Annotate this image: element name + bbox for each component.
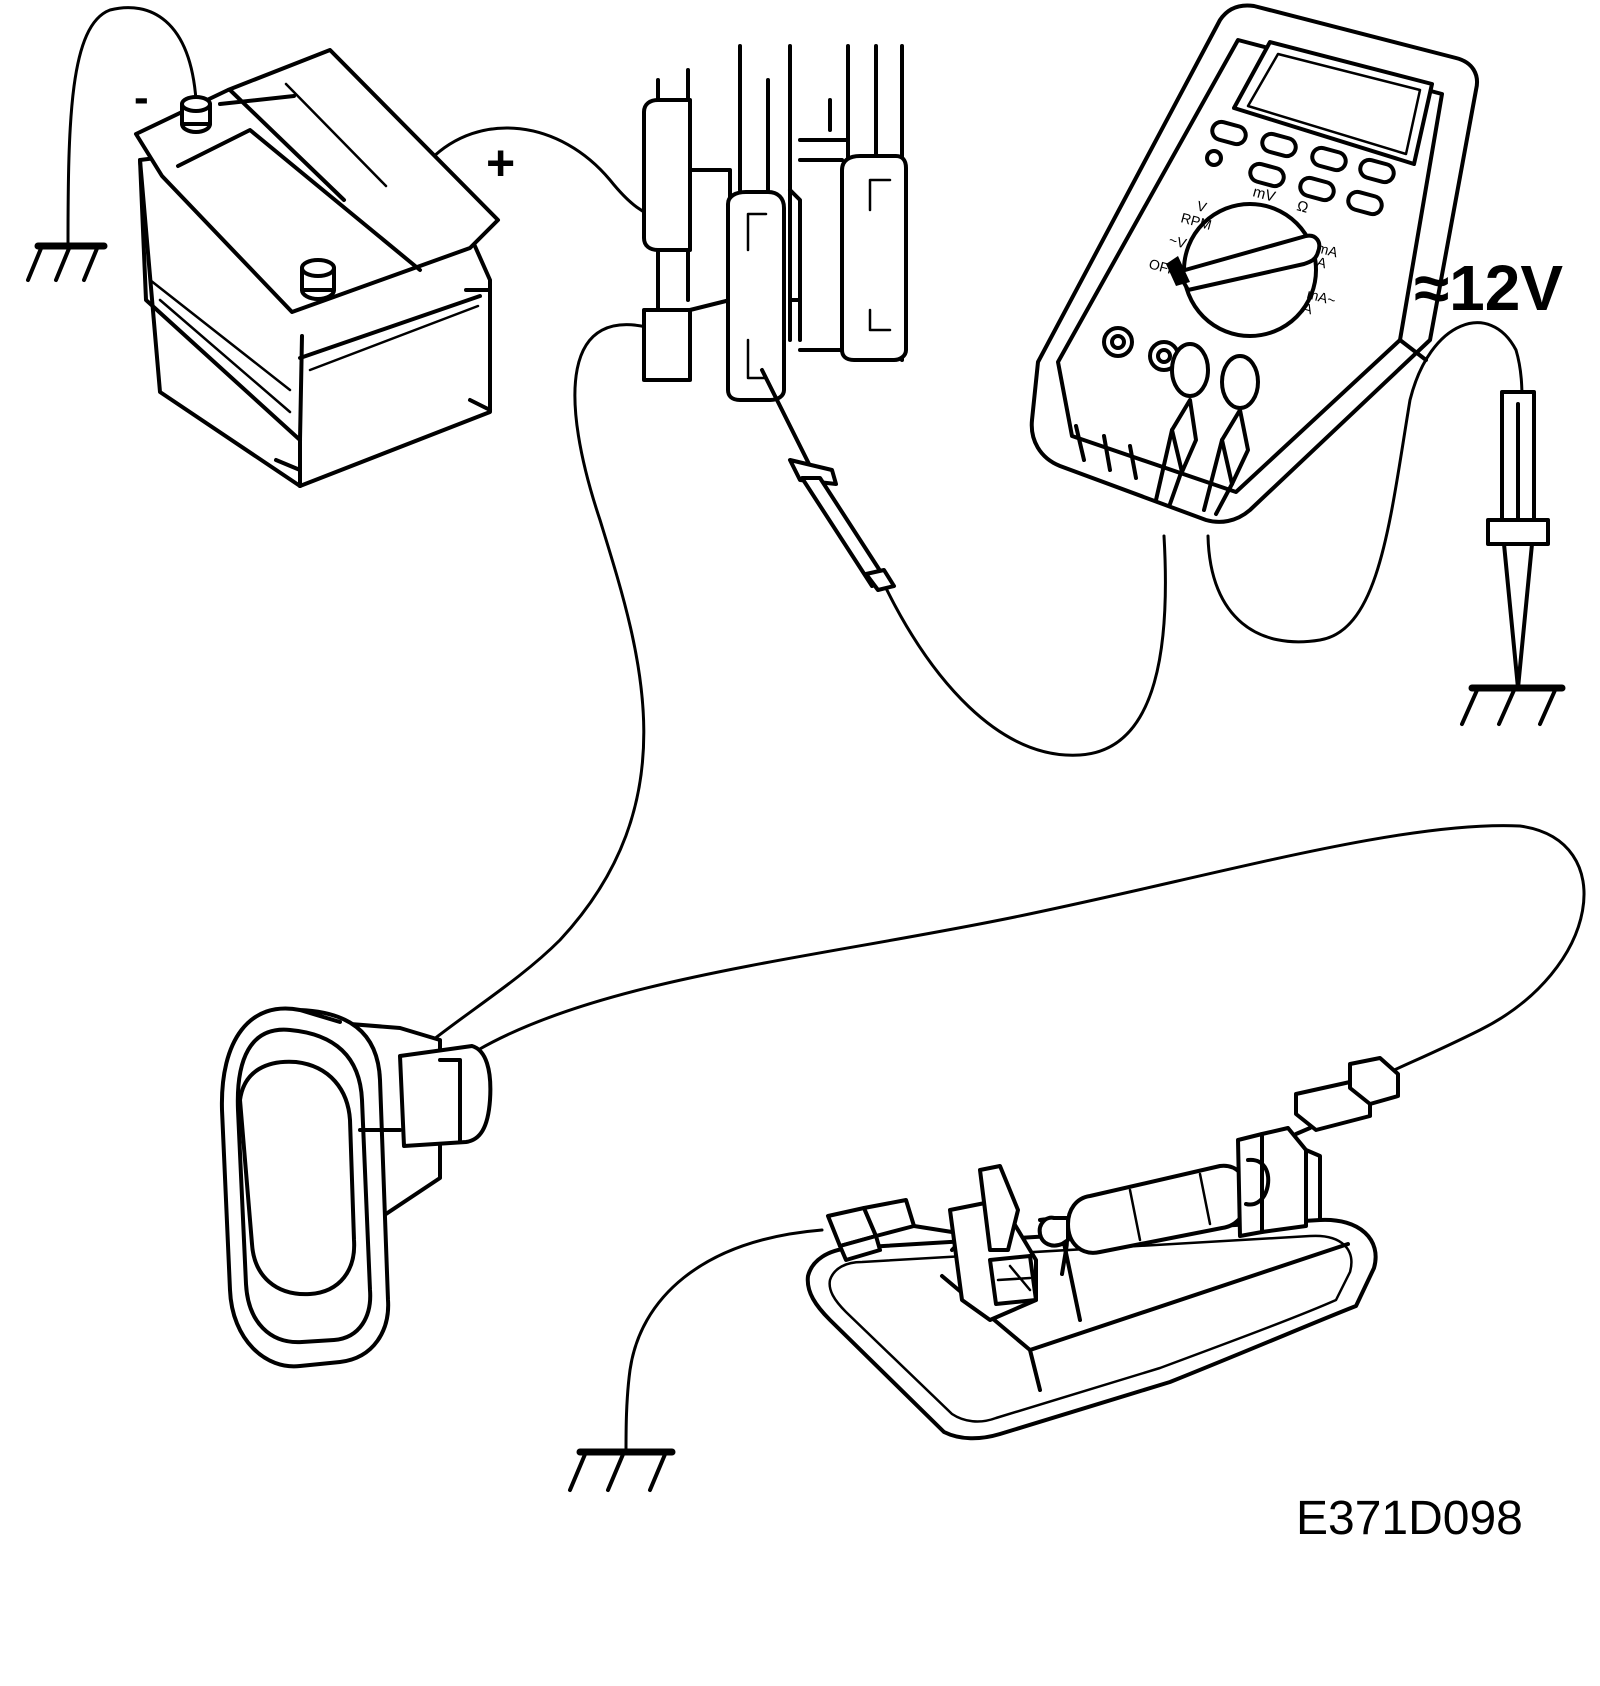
dial-label-off: OFF — [1147, 255, 1178, 278]
wire-lamp-ground — [624, 1228, 824, 1454]
wire-fusebox-switch — [418, 323, 660, 1052]
rocker-switch — [219, 1006, 493, 1369]
ground-symbol-lamp — [568, 1448, 676, 1492]
test-probe — [760, 368, 896, 592]
wire-battery-negative-ground — [66, 6, 198, 248]
battery-positive-terminal — [300, 258, 336, 301]
lamp-housing — [805, 1056, 1400, 1441]
dial-label-ac-v: ~V — [1167, 231, 1189, 251]
dial-label-ma-ac: mA~ — [1305, 285, 1337, 308]
multimeter-buttons — [1205, 119, 1396, 217]
battery-positive-label: + — [486, 135, 515, 191]
battery-negative-terminal — [180, 95, 212, 134]
dial-label-mv: mV — [1251, 183, 1277, 205]
fuse-highlighted — [726, 190, 786, 402]
wire-multimeter-com-ground — [1206, 321, 1524, 644]
lamp-connector-left — [826, 1198, 954, 1262]
lamp-bulb — [1037, 1163, 1250, 1255]
dial-label-ma-dc: mA — [1315, 239, 1340, 260]
multimeter-rotary-dial[interactable] — [1166, 202, 1322, 338]
wire-switch-lamp — [476, 824, 1586, 1084]
ground-symbol-probe — [1460, 684, 1566, 726]
wire-probe-multimeter — [880, 534, 1167, 757]
multimeter-reading: ≈12V — [1414, 252, 1563, 324]
multimeter-test-leads — [1154, 342, 1260, 516]
dial-label-ohm: Ω — [1295, 197, 1310, 216]
ground-symbol-battery — [26, 242, 108, 282]
battery: - + — [134, 48, 515, 488]
battery-negative-label: - — [134, 73, 149, 122]
figure-code: E371D098 — [1296, 1492, 1523, 1545]
dial-label-rpm: RPM — [1179, 209, 1213, 233]
fuse-box — [642, 44, 908, 402]
multimeter: V RPM mV Ω ~V OFF mA A mA~ A — [1029, 3, 1479, 524]
lamp-connector-right — [1294, 1056, 1400, 1136]
ground-probe — [1486, 390, 1550, 690]
